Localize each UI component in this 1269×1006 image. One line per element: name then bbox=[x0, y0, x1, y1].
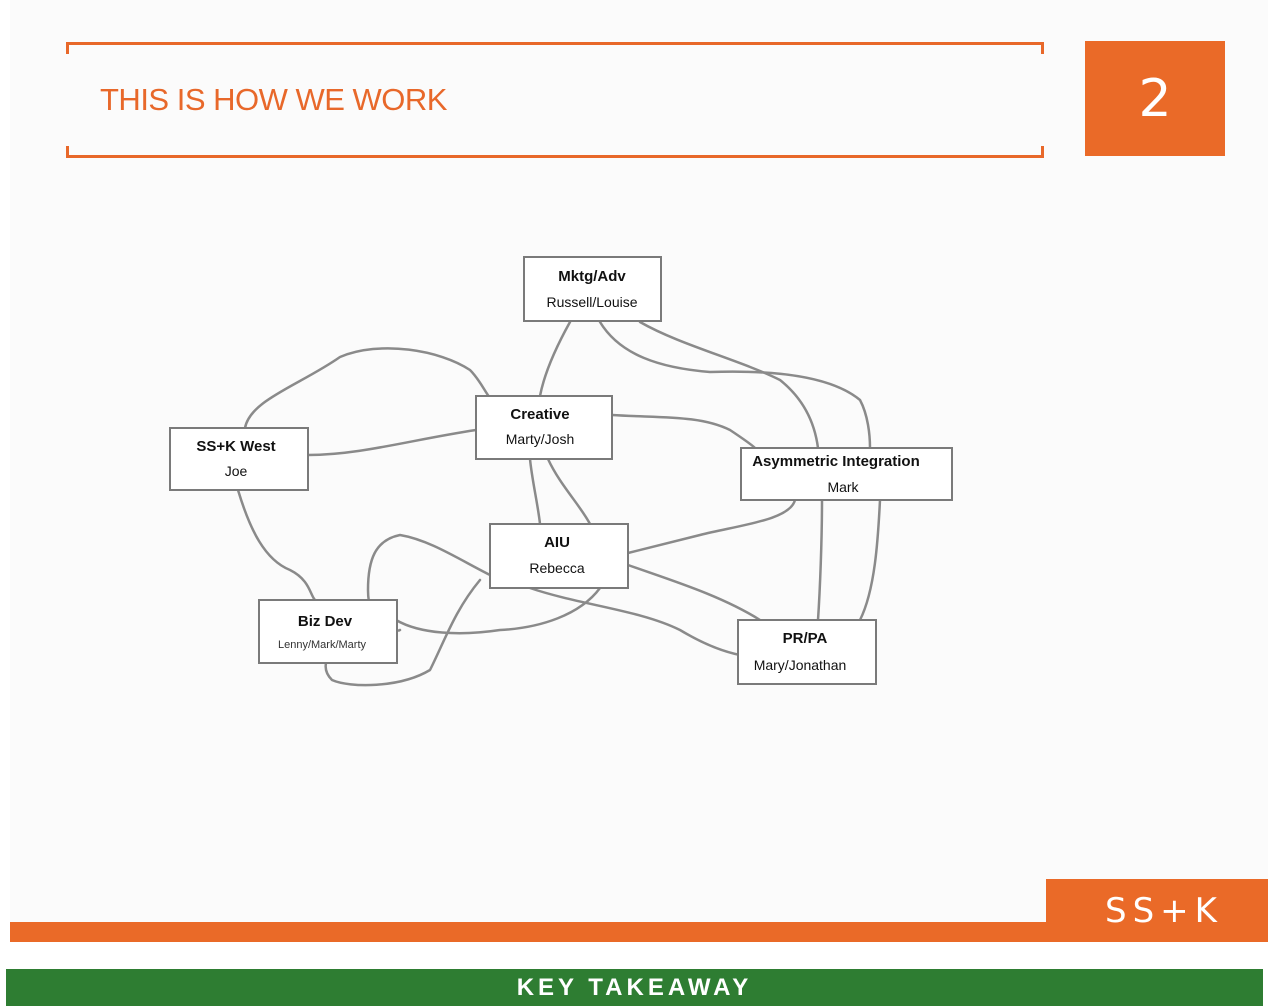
connector-aiu-pr-b bbox=[528, 586, 742, 657]
node-mktg-title: Mktg/Adv bbox=[558, 268, 626, 285]
node-aiu-title: AIU bbox=[544, 534, 570, 551]
node-creative-subtitle: Marty/Josh bbox=[506, 431, 574, 447]
node-west-title: SS+K West bbox=[196, 438, 275, 455]
page-number: 2 bbox=[1138, 68, 1172, 129]
node-asym-title: Asymmetric Integration bbox=[752, 453, 920, 470]
node-west-subtitle: Joe bbox=[225, 463, 248, 479]
logo-box: SS+K bbox=[1046, 879, 1268, 942]
node-mktg-subtitle: Russell/Louise bbox=[546, 294, 637, 310]
connector-creative-aiu-a bbox=[528, 457, 542, 526]
connector-aiu-biz-b bbox=[324, 578, 482, 687]
node-creative-title: Creative bbox=[510, 406, 569, 423]
node-pr-title: PR/PA bbox=[783, 630, 828, 647]
connector-asym-aiu bbox=[626, 498, 797, 555]
node-aiu: AIU Rebecca bbox=[489, 523, 629, 589]
node-biz-title: Biz Dev bbox=[298, 613, 353, 630]
connector-aiu-pr-a bbox=[626, 563, 762, 622]
key-takeaway-label: KEY TAKEAWAY bbox=[516, 973, 753, 1001]
node-asym: Asymmetric Integration Mark bbox=[740, 447, 953, 501]
connector-creative-mktg bbox=[538, 320, 572, 398]
connector-mktg-asym-b bbox=[598, 320, 872, 450]
connector-mktg-asym-a bbox=[638, 320, 820, 450]
node-aiu-subtitle: Rebecca bbox=[529, 560, 584, 576]
title-frame bbox=[66, 42, 1044, 158]
connector-west-mktg bbox=[243, 347, 492, 430]
node-pr-subtitle: Mary/Jonathan bbox=[754, 657, 847, 673]
node-asym-subtitle: Mark bbox=[827, 479, 859, 495]
ssk-logo: SS+K bbox=[1105, 890, 1223, 931]
key-takeaway-banner: KEY TAKEAWAY bbox=[6, 969, 1263, 1006]
connector-creative-aiu-b bbox=[546, 457, 592, 526]
connector-west-biz bbox=[236, 488, 317, 602]
node-biz: Biz Dev Lenny/Mark/Marty bbox=[258, 599, 398, 664]
connector-west-creative bbox=[306, 428, 478, 457]
slide-title: THIS IS HOW WE WORK bbox=[100, 82, 448, 117]
connector-creative-asym bbox=[610, 413, 757, 450]
org-diagram: Mktg/Adv Russell/Louise Creative Marty/J… bbox=[169, 256, 953, 687]
connector-asym-pr-a bbox=[816, 498, 824, 622]
page-number-badge: 2 bbox=[1085, 41, 1225, 156]
node-creative: Creative Marty/Josh bbox=[475, 395, 613, 460]
node-west: SS+K West Joe bbox=[169, 427, 309, 491]
connector-asym-pr-b bbox=[858, 498, 882, 622]
node-pr: PR/PA Mary/Jonathan bbox=[737, 619, 877, 685]
connector-lines bbox=[236, 320, 882, 687]
node-biz-subtitle: Lenny/Mark/Marty bbox=[278, 639, 367, 651]
connector-aiu-biz-c bbox=[394, 586, 602, 635]
node-mktg: Mktg/Adv Russell/Louise bbox=[523, 256, 662, 322]
footer-orange-bar bbox=[10, 922, 1268, 942]
